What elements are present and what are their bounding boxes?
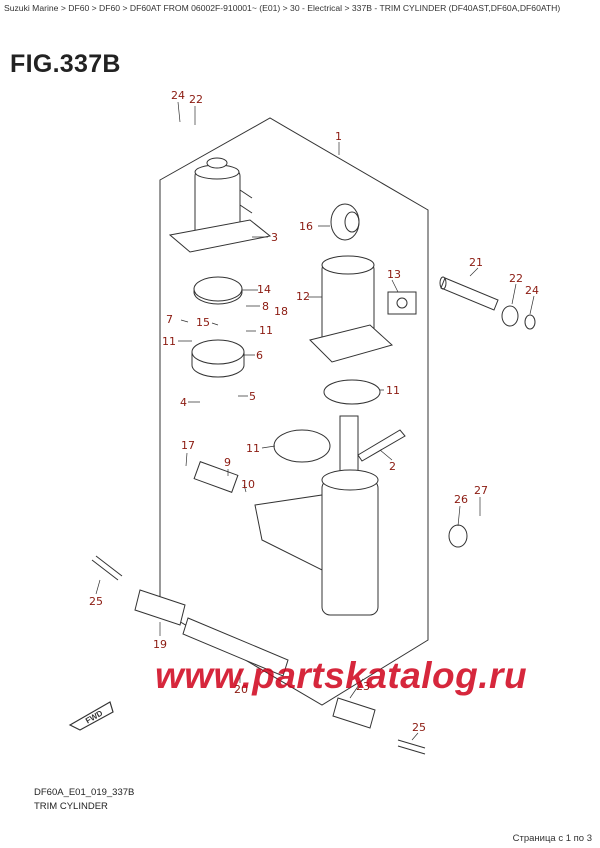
callout-18[interactable]: 18 xyxy=(274,305,288,318)
callout-3[interactable]: 3 xyxy=(271,231,278,244)
fwd-arrow xyxy=(68,701,114,731)
callout-26[interactable]: 26 xyxy=(454,493,468,506)
pagination: Страница с 1 по 3 xyxy=(512,833,592,844)
collar xyxy=(448,524,468,548)
callout-23[interactable]: 23 xyxy=(356,680,370,693)
callout-16[interactable]: 16 xyxy=(299,220,313,233)
callout-24[interactable]: 24 xyxy=(171,89,185,102)
watermark: www.partskatalog.ru xyxy=(155,655,528,696)
diagram-caption: TRIM CYLINDER xyxy=(34,801,108,812)
callout-24b[interactable]: 24 xyxy=(525,284,539,297)
o-ring-lower xyxy=(273,429,331,463)
callout-11c[interactable]: 11 xyxy=(386,384,400,397)
check-valve xyxy=(193,461,239,493)
callout-5[interactable]: 5 xyxy=(249,390,256,403)
figure-title: FIG.337B xyxy=(10,50,121,78)
callout-11a[interactable]: 11 xyxy=(259,324,273,337)
callout-11b[interactable]: 11 xyxy=(162,335,176,348)
callout-6[interactable]: 6 xyxy=(256,349,263,362)
callout-25b[interactable]: 25 xyxy=(412,721,426,734)
shaft-sleeve xyxy=(134,589,186,626)
callout-10[interactable]: 10 xyxy=(241,478,255,491)
trim-cylinder-body xyxy=(254,415,379,616)
breadcrumb[interactable]: Suzuki Marine > DF60 > DF60 > DF60AT FRO… xyxy=(4,3,561,13)
callout-13[interactable]: 13 xyxy=(387,268,401,281)
callout-19[interactable]: 19 xyxy=(153,638,167,651)
callout-22[interactable]: 22 xyxy=(189,93,203,106)
callout-7[interactable]: 7 xyxy=(166,313,173,326)
lower-bush xyxy=(332,697,376,729)
callout-27[interactable]: 27 xyxy=(474,484,488,497)
callout-17[interactable]: 17 xyxy=(181,439,195,452)
motor-assembly xyxy=(168,157,272,253)
o-ring-upper xyxy=(323,379,381,405)
oil-pump-gear xyxy=(193,276,243,305)
bush xyxy=(501,305,519,327)
lower-shaft xyxy=(182,617,289,677)
callout-22b[interactable]: 22 xyxy=(509,272,523,285)
reservoir xyxy=(309,255,394,363)
diagram-code: DF60A_E01_019_337B xyxy=(34,787,135,798)
callout-11d[interactable]: 11 xyxy=(246,442,260,455)
bolt-right xyxy=(397,739,426,755)
callout-25a[interactable]: 25 xyxy=(89,595,103,608)
callout-8[interactable]: 8 xyxy=(262,300,269,313)
bolt-left xyxy=(91,555,123,581)
callout-1[interactable]: 1 xyxy=(335,130,342,143)
trim-lever xyxy=(357,429,406,462)
pump-body xyxy=(191,339,245,378)
reservoir-cap xyxy=(330,203,360,241)
callout-12[interactable]: 12 xyxy=(296,290,310,303)
callout-2[interactable]: 2 xyxy=(389,460,396,473)
ring xyxy=(524,314,536,330)
callout-9[interactable]: 9 xyxy=(224,456,231,469)
manual-valve xyxy=(387,291,417,315)
callout-15[interactable]: 15 xyxy=(196,316,210,329)
callout-20[interactable]: 20 xyxy=(234,683,248,696)
callout-14[interactable]: 14 xyxy=(257,283,271,296)
callout-4[interactable]: 4 xyxy=(180,396,187,409)
callout-21[interactable]: 21 xyxy=(469,256,483,269)
trim-pin xyxy=(439,276,499,311)
